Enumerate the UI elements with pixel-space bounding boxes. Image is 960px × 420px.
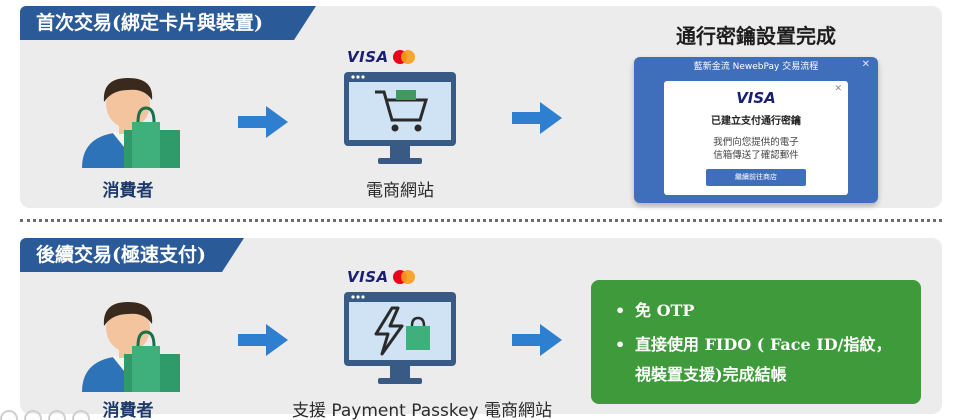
email-notice-line1: 我們向您提供的電子	[713, 137, 799, 148]
benefit-item: • 免 OTP	[615, 297, 694, 321]
consumer-label: 消費者	[102, 401, 154, 420]
benefit-text: 直接使用 FIDO ( Face ID/指紋，	[635, 335, 892, 354]
benefit-item-continued: 視裝置支援)完成結帳	[635, 361, 787, 385]
section-divider	[20, 219, 942, 222]
passkey-site-label: 支援 Payment Passkey 電商網站	[292, 401, 553, 420]
modal-title-bar: 藍新金流 NewebPay 交易流程	[693, 62, 819, 72]
close-icon[interactable]: ✕	[834, 84, 842, 94]
monitor-lightning-icon	[344, 292, 456, 384]
arrow-right-icon	[512, 324, 562, 356]
setup-complete-title: 通行密鑰設置完成	[676, 24, 836, 48]
email-notice-line2: 信箱傳送了確認郵件	[713, 150, 799, 161]
shopping-bag-icon	[124, 106, 180, 168]
consumer-label: 消費者	[102, 181, 154, 201]
first-transaction-banner: 首次交易(綁定卡片與裝置)	[20, 6, 316, 40]
arrow-right-icon	[238, 106, 288, 138]
card-brand-logos: VISA	[347, 268, 415, 286]
benefits-box: • 免 OTP • 直接使用 FIDO ( Face ID/指紋， 視裝置支援)完成…	[591, 280, 921, 404]
passkey-confirm-card: ✕ VISA 已建立支付通行密鑰 我們向您提供的電子 信箱傳送了確認郵件 繼續前…	[664, 81, 848, 195]
arrow-right-icon	[238, 324, 288, 356]
close-icon[interactable]: ✕	[861, 59, 870, 70]
visa-logo: VISA	[347, 48, 389, 66]
passkey-created-message: 已建立支付通行密鑰	[711, 116, 801, 127]
monitor-cart-icon	[344, 72, 456, 164]
card-brand-logos: VISA	[347, 48, 415, 66]
site-label: 電商網站	[366, 181, 434, 201]
visa-logo: VISA	[736, 89, 776, 107]
subsequent-transaction-banner: 後續交易(極速支付)	[20, 238, 244, 272]
shopper-icon	[82, 78, 180, 168]
bullet-icon: •	[615, 301, 626, 320]
continue-to-store-button[interactable]: 繼續前往商店	[706, 169, 806, 186]
benefit-item: • 直接使用 FIDO ( Face ID/指紋，	[615, 331, 892, 355]
mastercard-icon	[392, 50, 415, 64]
arrow-right-icon	[512, 102, 562, 134]
decorative-circles	[0, 410, 120, 420]
payment-modal-window: 藍新金流 NewebPay 交易流程 ✕ ✕ VISA 已建立支付通行密鑰 我們…	[634, 57, 878, 203]
bullet-icon: •	[615, 335, 626, 354]
shopper-icon	[82, 302, 180, 392]
visa-logo: VISA	[347, 268, 389, 286]
mastercard-icon	[392, 270, 415, 284]
benefit-text: 免 OTP	[635, 301, 695, 320]
benefit-text: 視裝置支援)完成結帳	[635, 365, 787, 384]
shopping-bag-icon	[124, 330, 180, 392]
